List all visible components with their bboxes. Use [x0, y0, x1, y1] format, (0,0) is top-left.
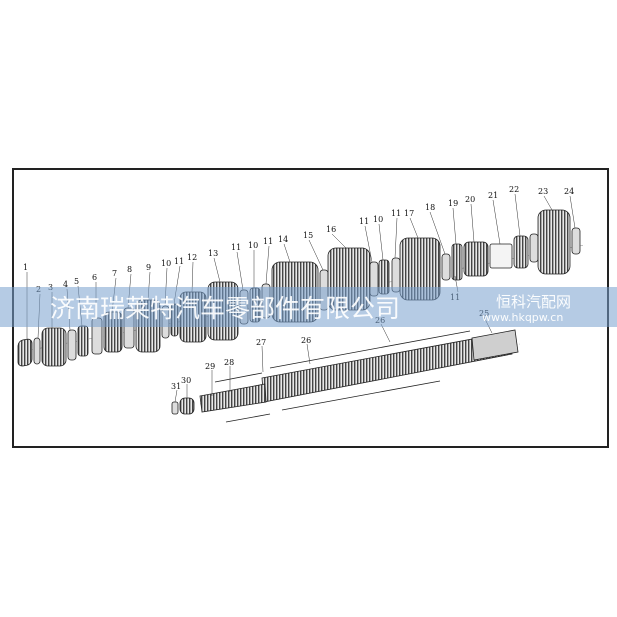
- part-30-bearing: [179, 397, 195, 415]
- part-4-ring: [67, 329, 77, 361]
- callout-8: 8: [127, 265, 132, 274]
- callout-13: 13: [208, 249, 218, 258]
- callout-11-c: 11: [263, 237, 273, 246]
- callout-1: 1: [23, 263, 28, 272]
- callout-22: 22: [509, 185, 519, 194]
- callout-11-e: 11: [391, 209, 401, 218]
- callout-7: 7: [112, 269, 117, 278]
- callout-19: 19: [448, 199, 458, 208]
- callout-12: 12: [187, 253, 197, 262]
- bracket-26: [269, 330, 471, 369]
- callout-14: 14: [278, 235, 288, 244]
- callout-31: 31: [171, 382, 181, 391]
- part-5-ring: [77, 325, 89, 357]
- callout-24: 24: [564, 187, 574, 196]
- callout-18: 18: [425, 203, 435, 212]
- watermark-band: [0, 287, 617, 327]
- part-25-shaft-end: [471, 329, 519, 361]
- callout-26-b: 26: [301, 336, 311, 345]
- callout-29: 29: [205, 362, 215, 371]
- callout-30: 30: [181, 376, 191, 385]
- part-23-gear: [537, 209, 571, 275]
- callout-9: 9: [146, 263, 151, 272]
- bracket-26b: [281, 380, 441, 411]
- part-20-synchronizer: [463, 241, 489, 277]
- callout-28: 28: [224, 358, 234, 367]
- watermark-brand-text: 恒科汽配网: [496, 293, 572, 311]
- callout-16: 16: [326, 225, 336, 234]
- callout-11: 11: [174, 257, 184, 266]
- part-31-ring: [171, 401, 179, 415]
- callout-10: 10: [161, 259, 171, 268]
- callout-27: 27: [256, 338, 266, 347]
- watermark-company-text: 济南瑞莱特汽车零部件有限公司: [50, 294, 401, 323]
- callout-15: 15: [303, 231, 313, 240]
- shafts: [171, 329, 521, 423]
- part-24-bearing: [571, 227, 581, 255]
- part-22-spacer: [529, 233, 539, 263]
- callout-20: 20: [465, 195, 475, 204]
- watermark-url-text: www.hkqpw.cn: [482, 311, 564, 324]
- callout-11-d: 11: [359, 217, 369, 226]
- bracket-28: [214, 372, 263, 383]
- callout-21: 21: [488, 191, 498, 200]
- bracket-28b: [225, 413, 271, 423]
- callout-23: 23: [538, 187, 548, 196]
- part-28-input-shaft: [199, 383, 267, 413]
- part-21-sleeve: [489, 243, 513, 269]
- callout-17: 17: [404, 209, 414, 218]
- part-22-ring: [513, 235, 529, 269]
- callout-4: 4: [63, 280, 68, 289]
- part-3-gear: [41, 327, 67, 367]
- part-18-ring: [441, 253, 451, 281]
- part-2-ring: [33, 337, 41, 365]
- part-19-hub: [451, 243, 463, 281]
- callout-5: 5: [74, 277, 79, 286]
- callout-10-b: 10: [248, 241, 258, 250]
- callout-11-b: 11: [231, 243, 241, 252]
- callout-10-c: 10: [373, 215, 383, 224]
- callout-6: 6: [92, 273, 97, 282]
- part-1-bearing: [17, 338, 33, 367]
